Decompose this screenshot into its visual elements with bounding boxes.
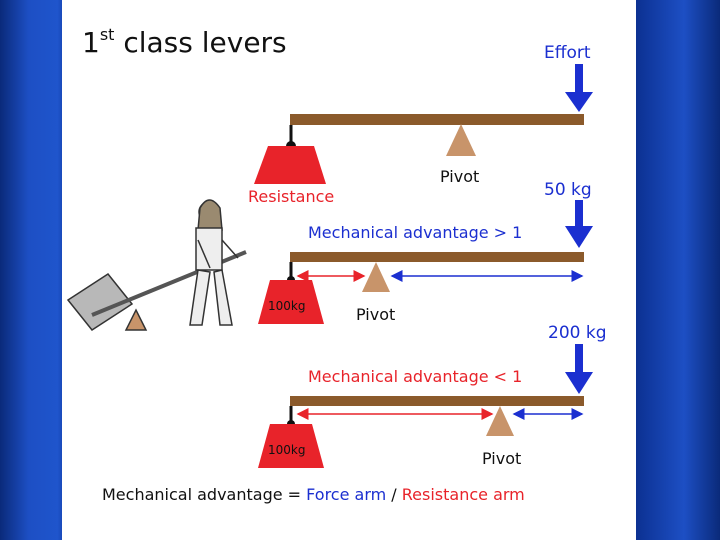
lever-diagram-1: Pivot Resistance Effort	[248, 43, 593, 206]
pivot-triangle-1	[446, 124, 476, 156]
lever-diagram-3: 200 kg Mechanical advantage < 1 100kg Pi…	[258, 323, 607, 468]
ma-label-3: Mechanical advantage < 1	[308, 367, 522, 386]
effort-weight-label-2: 50 kg	[544, 180, 592, 200]
weight-label-2: 100kg	[268, 299, 305, 313]
effort-arrow-2	[575, 200, 583, 230]
lever-diagram-2: 50 kg Mechanical advantage > 1 100kg Piv…	[258, 180, 593, 324]
effort-arrow-1	[575, 64, 583, 96]
effort-label: Effort	[544, 43, 591, 63]
person-illustration	[66, 199, 247, 331]
lever-diagram: 1st class levers Pivot Resistance Effort…	[66, 25, 607, 504]
effort-weight-label-3: 200 kg	[548, 323, 607, 343]
pivot-label-1: Pivot	[440, 167, 479, 186]
lever-beam-1	[290, 114, 584, 125]
ma-label-2: Mechanical advantage > 1	[308, 223, 522, 242]
effort-arrow-3	[575, 344, 583, 376]
weight-label-3: 100kg	[268, 443, 305, 457]
lever-beam-2	[290, 252, 584, 262]
resistance-weight-3	[258, 424, 324, 468]
lever-beam-3	[290, 396, 584, 406]
pivot-label-2: Pivot	[356, 305, 395, 324]
resistance-weight-2	[258, 280, 324, 324]
page-title: 1st class levers	[82, 25, 287, 59]
pivot-triangle-3	[486, 406, 514, 436]
slide-panel: 1st class levers Pivot Resistance Effort…	[62, 0, 636, 540]
pivot-triangle-2	[362, 262, 390, 292]
pivot-label-3: Pivot	[482, 449, 521, 468]
resistance-weight-1	[254, 146, 326, 184]
ma-formula: Mechanical advantage = Force arm / Resis…	[102, 485, 525, 504]
resistance-label: Resistance	[248, 187, 334, 206]
